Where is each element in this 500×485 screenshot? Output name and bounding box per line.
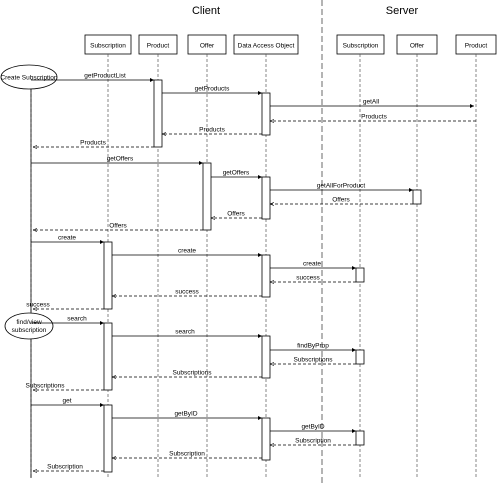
message-label: search: [67, 316, 87, 323]
activation-bars: [103, 79, 422, 473]
object-offer-server: Offer: [396, 34, 438, 55]
activation-server-subscription-search: [355, 349, 365, 365]
object-label: Subscription: [90, 43, 126, 50]
activation-dao-get: [261, 417, 271, 461]
message-label: getByID: [174, 411, 197, 418]
object-label: Data Access Object: [238, 43, 295, 50]
object-label: Product: [147, 43, 170, 50]
message-label: success: [296, 275, 320, 282]
message-label: getAll: [363, 99, 380, 106]
message-label: Products: [361, 114, 387, 121]
messages: getProductListgetProductsgetAllProductsP…: [25, 73, 476, 472]
object-subscription-server: Subscription: [336, 34, 385, 55]
object-data-access-object: Data Access Object: [233, 34, 299, 55]
message-label: get: [62, 398, 71, 405]
actor-label: subscription: [12, 327, 47, 334]
message-label: findByProp: [297, 343, 329, 350]
activation-offer-server: [412, 189, 422, 205]
message-label: Products: [80, 140, 106, 147]
actor-label: Create Subscription: [0, 75, 57, 82]
activation-dao-offers: [261, 176, 271, 220]
message-label: getOffers: [223, 170, 250, 177]
message-label: Subscriptions: [25, 383, 65, 390]
message-label: Offers: [332, 197, 350, 204]
message-label: success: [175, 289, 199, 296]
message-label: success: [26, 302, 50, 309]
activation-server-subscription-create: [355, 267, 365, 283]
message-label: getOffers: [107, 156, 134, 163]
object-label: Product: [465, 43, 488, 50]
activation-dao-create: [261, 254, 271, 298]
message-label: Offers: [227, 211, 245, 218]
message-label: create: [303, 261, 321, 268]
object-product-server: Product: [455, 34, 497, 55]
message-label: create: [178, 248, 196, 255]
object-offer-client: Offer: [187, 34, 227, 55]
message-label: Subscriptions: [293, 357, 333, 364]
object-subscription-client: Subscription: [84, 34, 132, 55]
object-label: Offer: [200, 43, 215, 50]
message-label: Subscription: [47, 464, 83, 471]
object-product-client: Product: [138, 34, 178, 55]
activation-offer-client: [202, 162, 212, 231]
message-label: getByID: [301, 424, 324, 431]
server-section-title: Server: [386, 5, 419, 17]
activation-product-client: [153, 79, 163, 148]
message-label: Subscription: [169, 451, 205, 458]
activation-subscription-search: [103, 322, 113, 391]
message-label: getProductList: [84, 73, 126, 80]
message-label: Offers: [109, 223, 127, 230]
actor-find-view-subscription: find/view subscription: [4, 312, 54, 340]
activation-server-subscription-get: [355, 430, 365, 446]
activation-dao-products: [261, 92, 271, 136]
actor-label: find/view: [16, 319, 42, 326]
object-label: Subscription: [343, 43, 379, 50]
message-label: Subscription: [295, 438, 331, 445]
activation-dao-search: [261, 335, 271, 379]
activation-subscription-create: [103, 241, 113, 310]
message-label: Subscriptions: [172, 370, 212, 377]
activation-subscription-get: [103, 404, 113, 473]
actor-create-subscription: Create Subscription: [0, 64, 58, 90]
message-label: getAllForProduct: [317, 183, 366, 190]
message-label: getProducts: [195, 86, 230, 93]
lifelines: [30, 54, 477, 478]
object-label: Offer: [410, 43, 425, 50]
message-label: create: [58, 235, 76, 242]
message-label: Products: [199, 127, 225, 134]
message-label: search: [175, 329, 195, 336]
client-section-title: Client: [192, 5, 220, 17]
